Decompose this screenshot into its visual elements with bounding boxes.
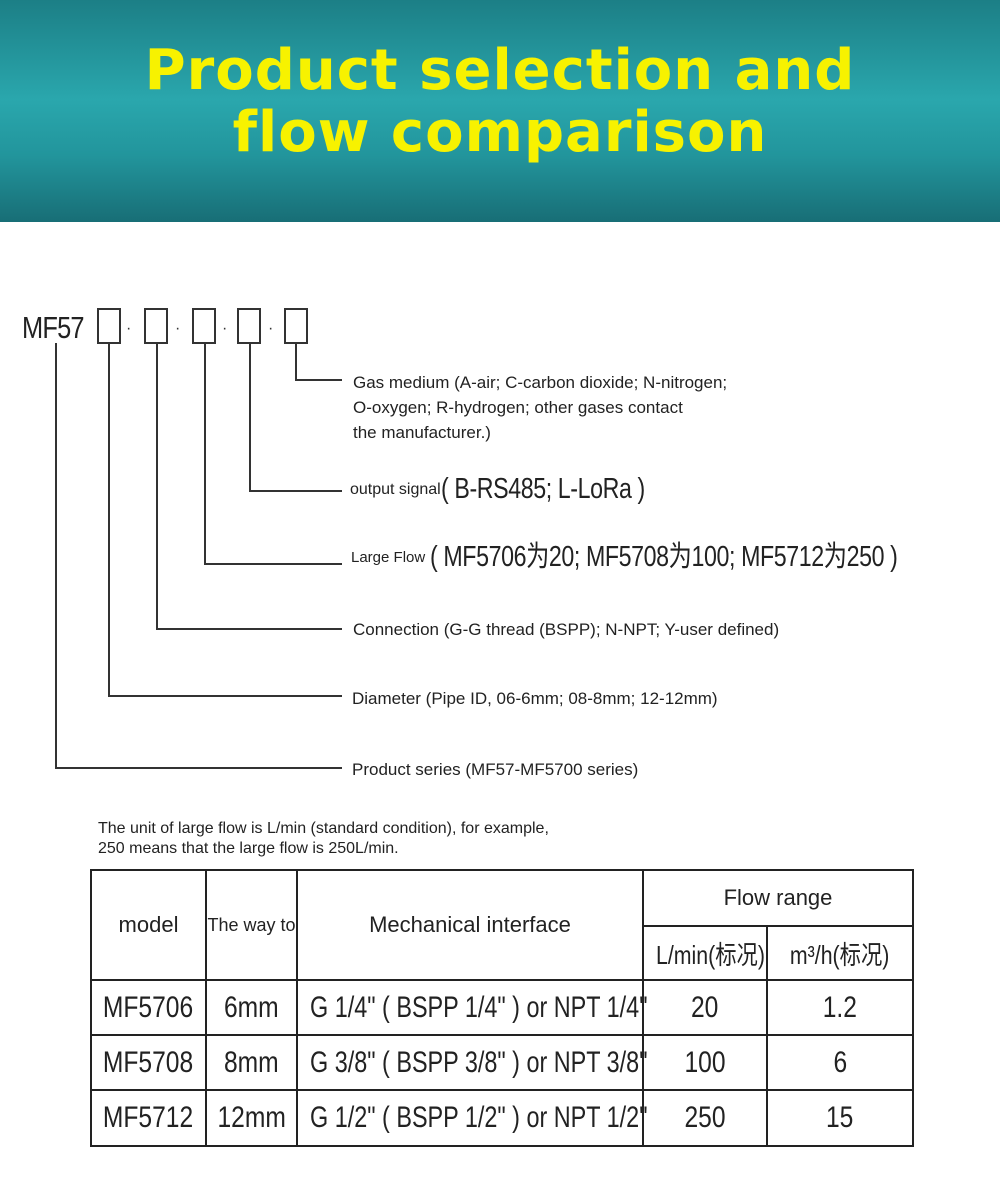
code-slot-output-signal bbox=[237, 308, 261, 344]
table-row: MF5708 8mm G 3/8" ( BSPP 3/8" ) or NPT 3… bbox=[90, 1034, 914, 1091]
cell-model: MF5708 bbox=[90, 1034, 207, 1091]
connector-output-signal-h bbox=[249, 490, 342, 492]
cell-lmin: 250 bbox=[642, 1089, 768, 1147]
cell-interface-text: G 3/8" ( BSPP 3/8" ) or NPT 3/8" bbox=[310, 1045, 648, 1079]
legend-large-flow-values: ( MF5706为20; MF5708为100; MF5712为250 ) bbox=[429, 541, 898, 574]
header-model: model bbox=[90, 869, 207, 981]
header-lmin: L/min(标况) bbox=[642, 925, 768, 981]
cell-m3h: 1.2 bbox=[766, 979, 914, 1036]
connector-connection-v bbox=[156, 344, 158, 630]
note-line1: The unit of large flow is L/min (standar… bbox=[98, 820, 549, 837]
connector-diameter-v bbox=[108, 344, 110, 697]
cell-way: 8mm bbox=[205, 1034, 298, 1091]
header-flow-range: Flow range bbox=[642, 869, 914, 927]
flow-comparison-table: model The way to Mechanical interface Fl… bbox=[90, 869, 914, 1147]
legend-output-signal-label: output signal bbox=[350, 481, 441, 498]
legend-output-signal: output signal( B-RS485; L-LoRa ) bbox=[350, 473, 696, 506]
cell-lmin: 100 bbox=[642, 1034, 768, 1091]
flow-unit-note: The unit of large flow is L/min (standar… bbox=[98, 819, 549, 859]
cell-interface: G 3/8" ( BSPP 3/8" ) or NPT 3/8" bbox=[296, 1034, 647, 1091]
cell-interface: G 1/4" ( BSPP 1/4" ) or NPT 1/4" bbox=[296, 979, 647, 1036]
cell-way-text: 8mm bbox=[224, 1045, 279, 1079]
header-interface: Mechanical interface bbox=[296, 869, 644, 981]
header-way: The way to bbox=[205, 869, 298, 981]
cell-m3h-text: 1.2 bbox=[822, 990, 858, 1024]
cell-way-text: 12mm bbox=[217, 1101, 286, 1134]
connector-gas-medium-v bbox=[295, 344, 297, 381]
code-separator: · bbox=[175, 320, 181, 337]
code-slot-large-flow bbox=[192, 308, 216, 344]
note-line2: 250 means that the large flow is 250L/mi… bbox=[98, 840, 399, 857]
legend-gas-medium-line3: the manufacturer.) bbox=[353, 423, 491, 442]
cell-m3h: 6 bbox=[766, 1034, 914, 1091]
connector-product-series-h bbox=[55, 767, 342, 769]
legend-connection: Connection (G-G thread (BSPP); N-NPT; Y-… bbox=[353, 620, 780, 639]
cell-lmin: 20 bbox=[642, 979, 768, 1036]
connector-product-series-v bbox=[55, 343, 57, 769]
cell-m3h-text: 15 bbox=[826, 1101, 854, 1134]
table-subheader-row: L/min(标况) m³/h(标况) bbox=[91, 925, 914, 981]
table-header-row: model The way to Mechanical interface Fl… bbox=[90, 869, 914, 981]
cell-model: MF5706 bbox=[90, 979, 207, 1036]
cell-lmin-text: 250 bbox=[684, 1101, 726, 1134]
code-separator: · bbox=[268, 320, 274, 337]
legend-gas-medium-line1: Gas medium (A-air; C-carbon dioxide; N-n… bbox=[353, 373, 728, 392]
cell-model: MF5712 bbox=[90, 1089, 207, 1147]
header-m3h: m³/h(标况) bbox=[766, 925, 914, 981]
code-slot-gas-medium bbox=[284, 308, 308, 344]
code-separator: · bbox=[126, 320, 132, 337]
cell-lmin-text: 20 bbox=[691, 990, 719, 1024]
connector-large-flow-h bbox=[204, 563, 342, 565]
code-slot-connection bbox=[144, 308, 168, 344]
header-m3h-text: m³/h(标况) bbox=[790, 939, 890, 970]
cell-model-text: MF5706 bbox=[103, 990, 194, 1024]
banner-title-line1: Product selection and bbox=[144, 38, 856, 103]
banner-title: Product selection and flow comparison bbox=[0, 40, 1000, 164]
cell-interface-text: G 1/2" ( BSPP 1/2" ) or NPT 1/2" bbox=[310, 1101, 648, 1134]
cell-way: 12mm bbox=[205, 1089, 298, 1147]
cell-way-text: 6mm bbox=[224, 990, 279, 1024]
legend-gas-medium: Gas medium (A-air; C-carbon dioxide; N-n… bbox=[353, 370, 727, 445]
legend-output-signal-values: ( B-RS485; L-LoRa ) bbox=[440, 473, 645, 506]
cell-m3h: 15 bbox=[766, 1089, 914, 1147]
table-row: MF5706 6mm G 1/4" ( BSPP 1/4" ) or NPT 1… bbox=[90, 979, 914, 1036]
connector-gas-medium-h bbox=[295, 379, 342, 381]
connector-connection-h bbox=[156, 628, 342, 630]
cell-m3h-text: 6 bbox=[833, 1045, 847, 1079]
cell-lmin-text: 100 bbox=[684, 1045, 726, 1079]
connector-diameter-h bbox=[108, 695, 342, 697]
header-lmin-text: L/min(标况) bbox=[655, 939, 765, 970]
legend-large-flow-label: Large Flow bbox=[351, 549, 426, 566]
code-slot-diameter bbox=[97, 308, 121, 344]
code-prefix: MF57 bbox=[22, 310, 85, 345]
legend-diameter: Diameter (Pipe ID, 06-6mm; 08-8mm; 12-12… bbox=[352, 689, 718, 708]
cell-model-text: MF5708 bbox=[103, 1045, 194, 1079]
table-row: MF5712 12mm G 1/2" ( BSPP 1/2" ) or NPT … bbox=[90, 1089, 914, 1147]
header-banner: Product selection and flow comparison bbox=[0, 0, 1000, 222]
cell-way: 6mm bbox=[205, 979, 298, 1036]
legend-gas-medium-line2: O-oxygen; R-hydrogen; other gases contac… bbox=[353, 398, 683, 417]
banner-title-line2: flow comparison bbox=[232, 100, 768, 165]
cell-interface-text: G 1/4" ( BSPP 1/4" ) or NPT 1/4" bbox=[310, 990, 648, 1024]
connector-output-signal-v bbox=[249, 344, 251, 492]
cell-model-text: MF5712 bbox=[103, 1101, 194, 1134]
cell-interface: G 1/2" ( BSPP 1/2" ) or NPT 1/2" bbox=[296, 1089, 647, 1147]
code-separator: · bbox=[222, 320, 228, 337]
connector-large-flow-v bbox=[204, 344, 206, 565]
legend-large-flow: Large Flow ( MF5706为20; MF5708为100; MF57… bbox=[351, 541, 1000, 574]
legend-product-series: Product series (MF57-MF5700 series) bbox=[352, 760, 639, 779]
